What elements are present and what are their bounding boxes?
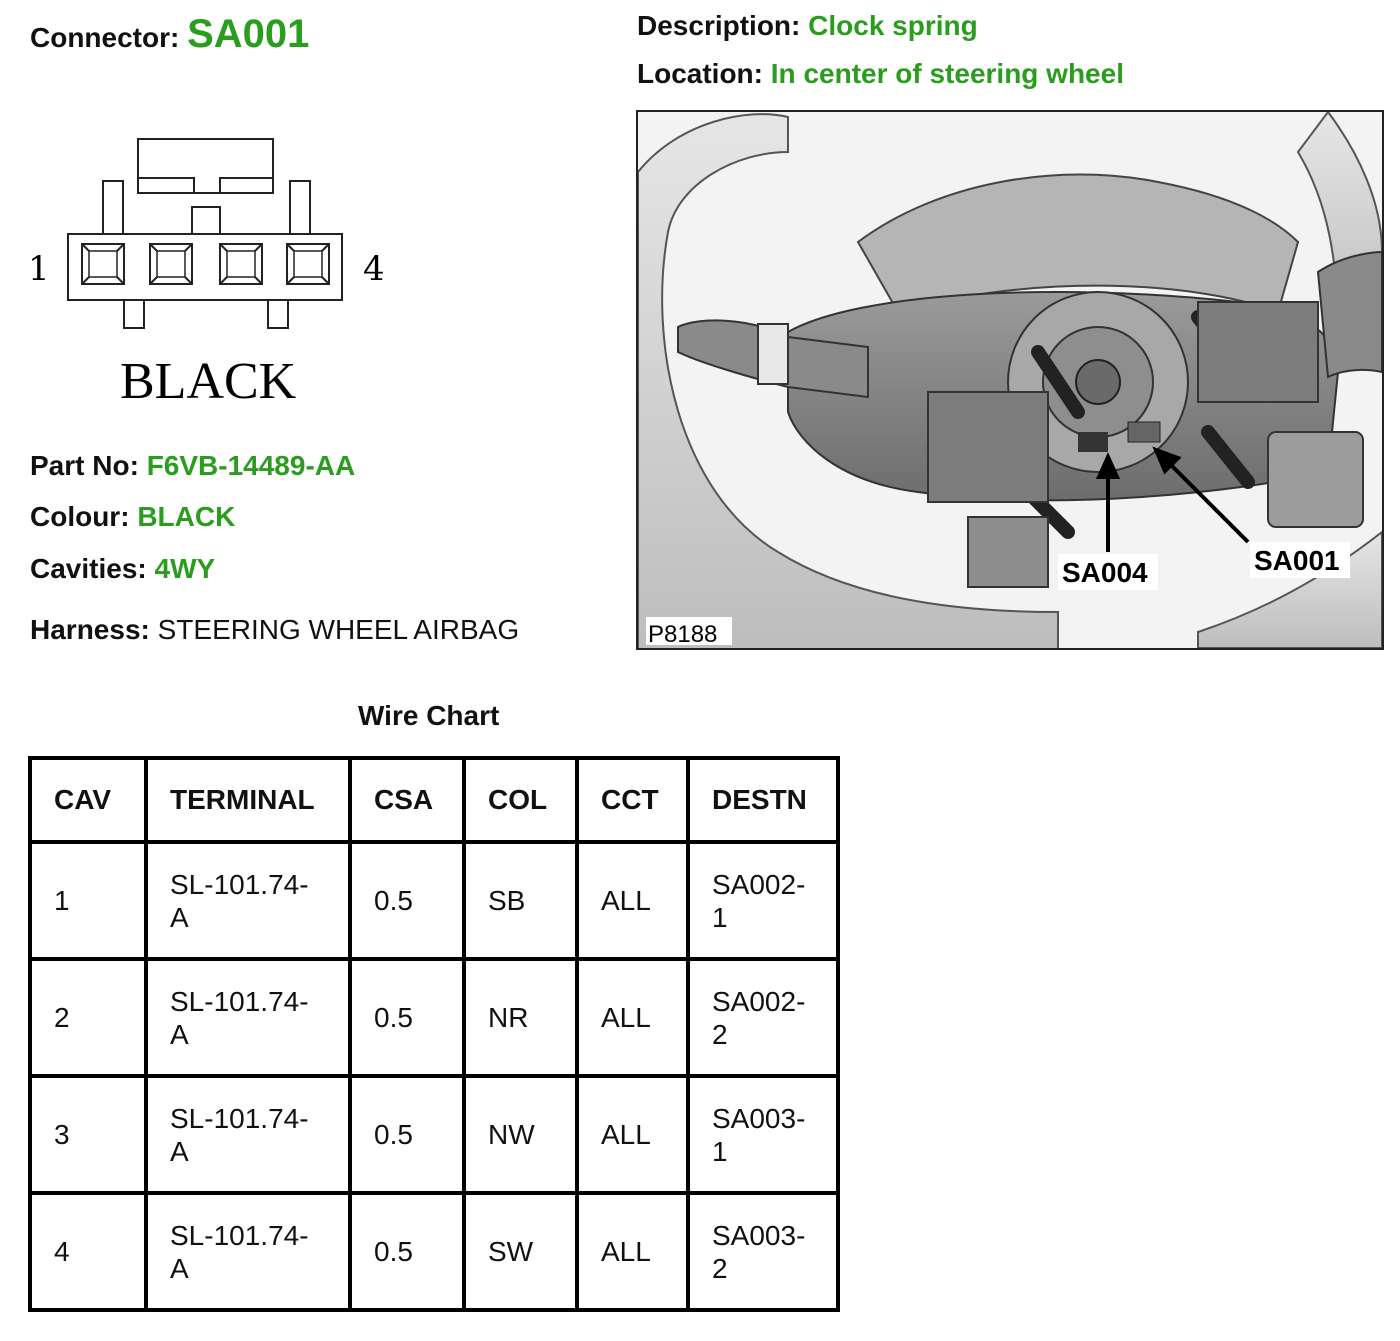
foot-left: [123, 299, 145, 329]
connector-label: Connector:: [30, 22, 180, 53]
cell-cct: ALL: [575, 1074, 690, 1195]
cavities-value: 4WY: [154, 553, 216, 584]
cell-col: SW: [462, 1191, 579, 1312]
colour-line: Colour: BLACK: [30, 501, 235, 533]
foot-right: [267, 299, 289, 329]
harness-label: Harness:: [30, 614, 150, 645]
location-line: Location: In center of steering wheel: [637, 58, 1124, 90]
cell-destn: SA002-1: [686, 840, 840, 961]
location-value: In center of steering wheel: [770, 58, 1124, 89]
photo-ref: P8188: [648, 621, 717, 648]
part-no-line: Part No: F6VB-14489-AA: [30, 450, 355, 482]
airbag-module-graphic: [856, 173, 1300, 314]
harness-line: Harness: STEERING WHEEL AIRBAG: [30, 614, 519, 646]
pin-label-right: 4: [363, 249, 385, 289]
cell-csa: 0.5: [348, 840, 466, 961]
cell-cav: 1: [28, 840, 148, 961]
wire-chart-table: CAV TERMINAL CSA COL CCT DESTN 1 SL-101.…: [28, 756, 840, 1312]
description-line: Description: Clock spring: [637, 10, 978, 42]
cell-cct: ALL: [575, 957, 690, 1078]
cell-cct: ALL: [575, 1191, 690, 1312]
connector-value: SA001: [187, 12, 310, 56]
connector-line: Connector: SA001: [30, 12, 309, 57]
wire-chart-title: Wire Chart: [358, 700, 500, 731]
header-destn: DESTN: [686, 756, 840, 844]
callout-sa001: SA001: [1254, 545, 1340, 576]
harness-value: STEERING WHEEL AIRBAG: [157, 614, 520, 645]
connector-face-diagram: 1 4 BLACK: [28, 138, 385, 410]
cell-col: SB: [462, 840, 579, 961]
cell-csa: 0.5: [348, 1191, 466, 1312]
header-csa: CSA: [348, 756, 466, 844]
connector-colour-text: BLACK: [120, 353, 297, 410]
table-row: 1 SL-101.74-A 0.5 SB ALL SA002-1: [28, 840, 840, 961]
part-no-label: Part No:: [30, 450, 139, 481]
cavity-4: [286, 243, 330, 285]
cell-terminal: SL-101.74-A: [144, 1191, 352, 1312]
cavity-2: [149, 243, 193, 285]
cell-col: NR: [462, 957, 579, 1078]
pin-label-left: 1: [28, 249, 50, 289]
cell-cct: ALL: [575, 840, 690, 961]
cell-terminal: SL-101.74-A: [144, 840, 352, 961]
part-no-value: F6VB-14489-AA: [146, 450, 356, 481]
callout-sa004: SA004: [1062, 557, 1148, 588]
header-terminal: TERMINAL: [144, 756, 352, 844]
cell-terminal: SL-101.74-A: [144, 957, 352, 1078]
description-value: Clock spring: [808, 10, 978, 41]
cell-cav: 3: [28, 1074, 148, 1195]
cell-destn: SA003-2: [686, 1191, 840, 1312]
post-left: [102, 180, 124, 235]
header-cav: CAV: [28, 756, 148, 844]
cavities-line: Cavities: 4WY: [30, 553, 215, 585]
cell-col: NW: [462, 1074, 579, 1195]
latch-right: [219, 177, 274, 194]
table-row: 4 SL-101.74-A 0.5 SW ALL SA003-2: [28, 1191, 840, 1312]
cell-csa: 0.5: [348, 1074, 466, 1195]
cavity-3: [219, 243, 263, 285]
cell-cav: 4: [28, 1191, 148, 1312]
colour-value: BLACK: [137, 501, 236, 532]
cell-csa: 0.5: [348, 957, 466, 1078]
latch-stem: [191, 206, 221, 236]
cell-destn: SA002-2: [686, 957, 840, 1078]
table-row: 2 SL-101.74-A 0.5 NR ALL SA002-2: [28, 957, 840, 1078]
cavities-label: Cavities:: [30, 553, 147, 584]
location-label: Location:: [637, 58, 763, 89]
cavity-1: [81, 243, 125, 285]
cell-destn: SA003-1: [686, 1074, 840, 1195]
header-cct: CCT: [575, 756, 690, 844]
description-label: Description:: [637, 10, 801, 41]
location-photo: SA004 SA001 P8188: [636, 110, 1384, 650]
table-header-row: CAV TERMINAL CSA COL CCT DESTN: [28, 756, 840, 844]
cell-terminal: SL-101.74-A: [144, 1074, 352, 1195]
post-right: [289, 180, 311, 235]
latch-left: [137, 177, 195, 194]
colour-label: Colour:: [30, 501, 130, 532]
table-row: 3 SL-101.74-A 0.5 NW ALL SA003-1: [28, 1074, 840, 1195]
header-col: COL: [462, 756, 579, 844]
cell-cav: 2: [28, 957, 148, 1078]
